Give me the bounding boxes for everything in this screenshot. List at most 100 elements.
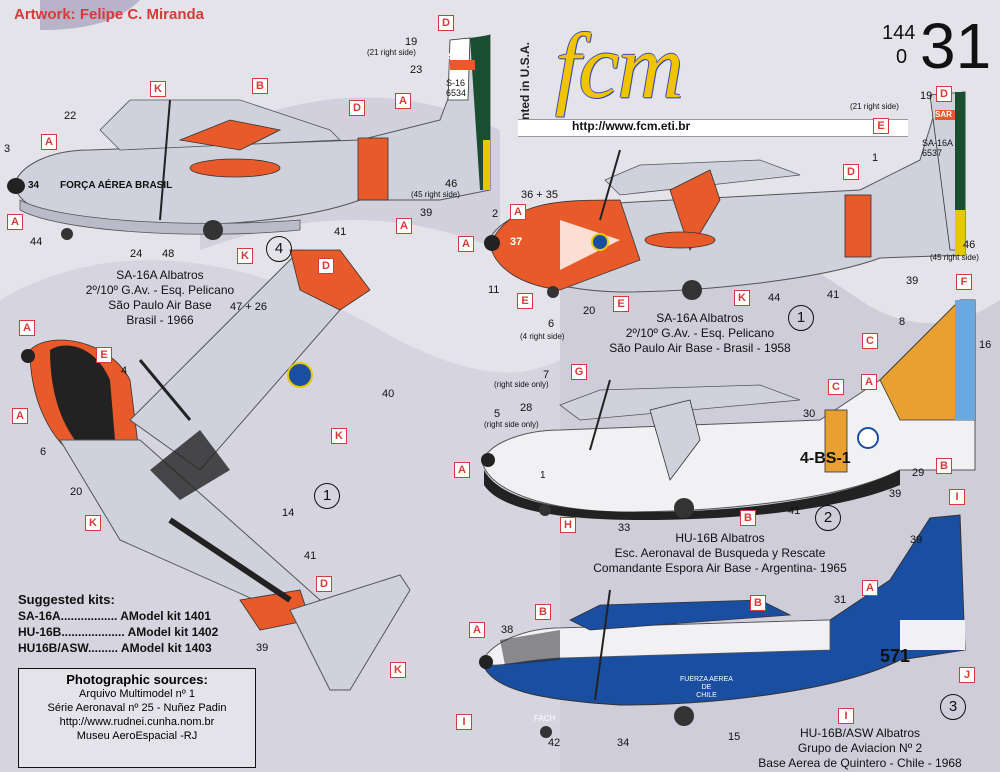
callout-num: 4 [121, 365, 128, 377]
callout-num: 20 [583, 305, 596, 317]
p4-tail-serial: S-16 6534 [446, 78, 467, 98]
callout-a: A [41, 134, 57, 150]
photo-sources-title: Photographic sources: [66, 672, 208, 687]
callout-num: 15 [728, 731, 741, 743]
callout-b: B [750, 595, 766, 611]
kits-title: Suggested kits: [18, 592, 115, 607]
caption-line: São Paulo Air Base - Brasil - 1958 [609, 341, 791, 355]
profile-1-aircraft [484, 91, 966, 300]
kit-row: HU16B/ASW......... AModel kit 1403 [18, 640, 218, 656]
photo-source-line[interactable]: http://www.rudnei.cunha.nom.br [59, 716, 215, 728]
callout-a: A [395, 93, 411, 109]
callout-num: 28 [520, 402, 533, 414]
callout-k: K [331, 428, 347, 444]
kit-model: HU16B/ASW......... [18, 641, 119, 655]
p1-nose-number: 37 [510, 236, 523, 248]
caption-line: Brasil - 1966 [126, 313, 194, 327]
callout-num: 42 [548, 737, 561, 749]
callout-num: 44 [768, 292, 781, 304]
callout-num: 14 [282, 507, 295, 519]
callout-num: 24 [130, 248, 143, 260]
callout-num: 6 [40, 446, 47, 458]
caption-line: Base Aerea de Quintero - Chile - 1968 [758, 756, 962, 770]
profile-number-1-top: 1 [314, 483, 340, 509]
callout-a: A [7, 214, 23, 230]
caption-line: 2º/10º G.Av. - Esq. Pelicano [85, 283, 235, 297]
callout-f: F [956, 274, 972, 290]
caption-profile-4: SA-16A Albatros 2º/10º G.Av. - Esq. Peli… [40, 268, 280, 328]
callout-num: 39 [906, 275, 919, 287]
p3-serial: 571 [880, 646, 911, 666]
kit-row: SA-16A................. AModel kit 1401 [18, 608, 218, 624]
caption-line: HU-16B Albatros [675, 531, 765, 545]
photo-source-line: Arquivo Multimodel nº 1 [79, 688, 195, 700]
website-link[interactable]: http://www.fcm.eti.br [572, 119, 691, 133]
p4-nose-number: 34 [28, 180, 40, 191]
callout-a: A [458, 236, 474, 252]
callout-num: 11 [488, 284, 500, 296]
callout-a: A [861, 374, 877, 390]
kit-row: HU-16B................... AModel kit 140… [18, 624, 218, 640]
callout-k: K [390, 662, 406, 678]
profile-3-aircraft [479, 514, 966, 738]
callout-i: I [949, 489, 965, 505]
callout-note: (45 right side) [930, 253, 979, 262]
callout-num: 39 [420, 207, 433, 219]
photographic-sources-box: Photographic sources: Arquivo Multimodel… [18, 668, 256, 768]
callout-num: 3 [4, 143, 11, 155]
callout-d: D [843, 164, 859, 180]
callout-d: D [438, 15, 454, 31]
callout-num: 40 [382, 388, 395, 400]
callout-b: B [252, 78, 268, 94]
callout-num: 19 [920, 90, 933, 102]
callout-c: C [862, 333, 878, 349]
p1-tail-sar: SAR [935, 110, 952, 119]
callout-b: B [936, 458, 952, 474]
callout-num: 47 + 26 [230, 301, 268, 313]
callout-num: 38 [501, 624, 514, 636]
caption-line: Esc. Aeronaval de Busqueda y Rescate [614, 546, 826, 560]
p4-tail-sar: SAR [448, 52, 465, 61]
caption-profile-2: HU-16B Albatros Esc. Aeronaval de Busque… [570, 531, 870, 576]
callout-note: (45 right side) [411, 190, 460, 199]
caption-line: Comandante Espora Air Base - Argentina- … [593, 561, 847, 575]
callout-num: 6 [548, 318, 555, 330]
profile-number-2: 2 [815, 505, 841, 531]
caption-line: São Paulo Air Base [108, 298, 212, 312]
callout-num: 20 [70, 486, 83, 498]
callout-num: 46 [445, 178, 458, 190]
callout-a: A [454, 462, 470, 478]
callout-num: 29 [912, 467, 925, 479]
callout-note: (21 right side) [367, 48, 416, 57]
profile-number-4: 4 [266, 236, 292, 262]
callout-a: A [510, 204, 526, 220]
callout-num: 34 [617, 737, 630, 749]
callout-e: E [613, 296, 629, 312]
kit-name: AModel kit 1402 [127, 625, 219, 639]
callout-num: 39 [256, 642, 269, 654]
callout-num: 7 [543, 369, 550, 381]
callout-note: (right side only) [484, 420, 539, 429]
callout-num: 41 [334, 226, 347, 238]
callout-num: 39 [910, 534, 923, 546]
kit-model: HU-16B................... [18, 625, 125, 639]
callout-num: 1 [872, 152, 879, 164]
photo-source-line: Museu AeroEspacial -RJ [76, 730, 198, 742]
callout-num: 8 [899, 316, 906, 328]
profile-number-1: 1 [788, 305, 814, 331]
p3-fuselage-marking: FUERZA AEREA DE CHILE [680, 676, 733, 699]
kit-name: AModel kit 1403 [120, 641, 212, 655]
scale-top: 144 [882, 22, 916, 44]
callout-i: I [838, 708, 854, 724]
profile-4-aircraft [7, 34, 491, 240]
p2-nose-marking: 1 [540, 470, 546, 481]
callout-note: (4 right side) [520, 332, 565, 341]
caption-line: Grupo de Aviacion Nº 2 [797, 741, 923, 755]
callout-k: K [150, 81, 166, 97]
callout-num: 31 [834, 594, 847, 606]
profile-2-aircraft [481, 299, 976, 520]
callout-num: 41 [827, 289, 840, 301]
callout-note: (right side only) [494, 380, 549, 389]
callout-d: D [936, 86, 952, 102]
